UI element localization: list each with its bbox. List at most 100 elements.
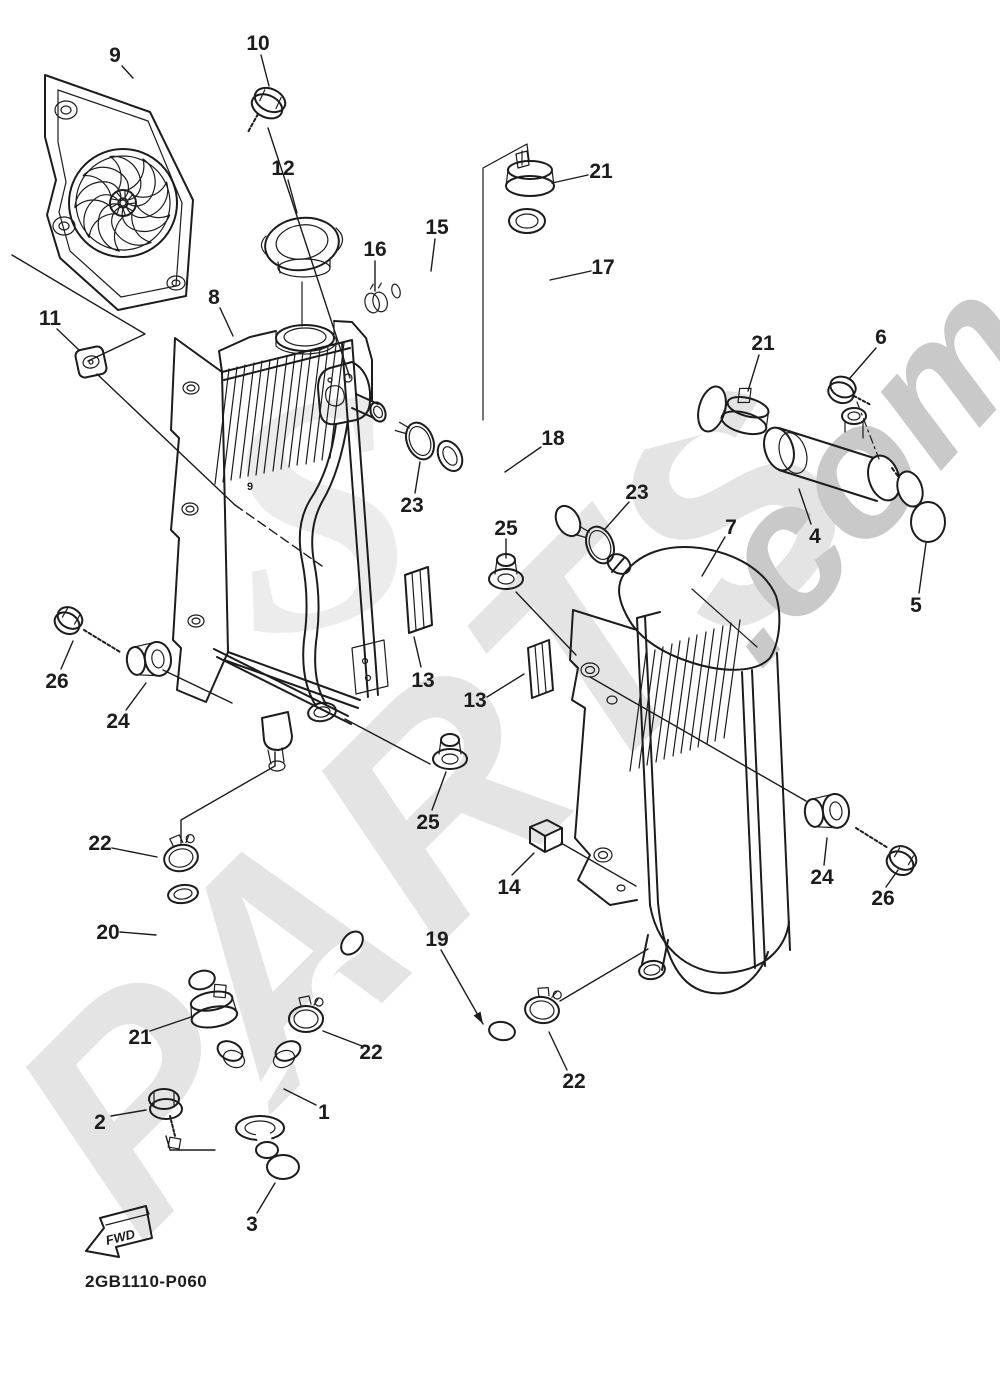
leader-line-21 — [551, 174, 589, 184]
left-bottom-foot — [261, 711, 293, 751]
leader-line-21 — [747, 354, 760, 392]
callout-21: 21 — [589, 160, 613, 183]
right-tank-inlet-spout — [606, 553, 632, 575]
leader-line-11 — [56, 328, 80, 351]
clamp-23-left — [394, 421, 435, 461]
leader-line-17 — [549, 270, 592, 281]
left-radiator-8 — [170, 320, 389, 772]
callout-25: 25 — [416, 811, 440, 834]
diagram-code: 2GB1110-P060 — [85, 1272, 207, 1291]
leader-line-4 — [798, 488, 812, 525]
shim-13-right — [527, 639, 554, 699]
callout-21: 21 — [128, 1026, 152, 1049]
callout-15: 15 — [425, 216, 449, 239]
fan-mount-bosses — [52, 100, 186, 291]
fan-ring-outer — [68, 148, 178, 258]
leader-line-24 — [125, 682, 147, 711]
leader-line-26 — [60, 640, 74, 670]
right-tank — [618, 546, 781, 671]
clamp-21-top — [505, 150, 555, 197]
callout-21: 21 — [751, 332, 775, 355]
right-bottom — [649, 902, 790, 995]
callout-22: 22 — [359, 1041, 382, 1064]
callout-7: 7 — [725, 516, 737, 539]
thermostat-housing — [317, 361, 387, 426]
tiny-mark-9: 9 — [247, 481, 253, 493]
callout-13: 13 — [463, 689, 486, 712]
callout-2: 2 — [94, 1111, 106, 1134]
fan-hub — [109, 189, 137, 217]
mount-24-right — [803, 792, 851, 829]
callout-11: 11 — [39, 307, 62, 330]
right-bottom-spout — [638, 959, 666, 981]
leader-line-25 — [431, 771, 447, 811]
clamp-21-right — [720, 387, 770, 436]
leader-line-7 — [701, 536, 726, 577]
hoses — [167, 208, 924, 1159]
callout-9: 9 — [109, 44, 121, 67]
left-core-fins — [214, 342, 345, 485]
side-down-pipe — [298, 419, 349, 707]
bolt-6 — [827, 375, 880, 460]
clamp-22-middle — [288, 995, 324, 1033]
leader-line-19 — [440, 949, 484, 1025]
fan-hub-center — [117, 197, 129, 209]
fan-shroud-outline — [44, 74, 194, 311]
leader-line-23 — [604, 501, 630, 530]
bolt-26-left — [53, 606, 121, 653]
leader-line-15 — [430, 238, 436, 272]
right-mount-plate — [569, 609, 638, 906]
callout-26: 26 — [45, 670, 68, 693]
callout-18: 18 — [541, 427, 565, 450]
clamp-22-right — [524, 987, 562, 1025]
shim-13-left — [404, 566, 433, 634]
callout-4: 4 — [809, 525, 821, 548]
callout-26: 26 — [871, 887, 894, 910]
leader-line-14 — [511, 852, 535, 876]
callout-22: 22 — [562, 1070, 585, 1093]
leader-line-9 — [121, 65, 134, 79]
clamp-16 — [364, 282, 388, 314]
bolt-6-centerline — [856, 401, 880, 460]
callout-24: 24 — [106, 710, 130, 733]
callout-10: 10 — [246, 32, 269, 55]
leader-line-13 — [486, 673, 525, 698]
callout-24: 24 — [810, 866, 834, 889]
leader-line-6 — [849, 347, 877, 379]
callout-3: 3 — [246, 1213, 258, 1236]
clamps — [163, 150, 770, 1033]
clamp-21-bottom — [189, 983, 239, 1029]
callout-1: 1 — [318, 1101, 330, 1124]
clamp-22-topleft — [163, 834, 199, 873]
callout-12: 12 — [271, 157, 294, 180]
callout-14: 14 — [497, 876, 521, 899]
callout-23: 23 — [625, 481, 648, 504]
leader-line-12 — [287, 179, 298, 214]
callout-8: 8 — [208, 286, 220, 309]
leader-arrowhead-19 — [473, 1011, 483, 1024]
left-tank-outline — [218, 320, 373, 401]
left-mount-holes — [181, 381, 205, 628]
o-ring-3 — [266, 1154, 300, 1180]
fan-assembly — [44, 74, 194, 311]
left-shim-bracket — [351, 639, 389, 695]
right-core-frame — [636, 611, 791, 969]
mount-24-left — [125, 640, 173, 677]
callout-17: 17 — [591, 256, 614, 279]
callout-25: 25 — [494, 517, 518, 540]
leader-line-5 — [918, 542, 927, 594]
bolt-26-right — [855, 827, 918, 877]
grommet-25-bottom — [432, 733, 468, 770]
callout-6: 6 — [875, 326, 887, 349]
leader-line-10 — [260, 54, 270, 87]
callout-16: 16 — [363, 238, 386, 261]
o-ring-5 — [910, 501, 946, 543]
left-mount-plate — [170, 337, 229, 703]
bolt-10 — [247, 86, 287, 133]
leader-line-20 — [119, 931, 157, 936]
leader-line-26 — [885, 869, 899, 888]
left-drain-spout — [268, 760, 286, 772]
leader-line-8 — [219, 307, 234, 337]
